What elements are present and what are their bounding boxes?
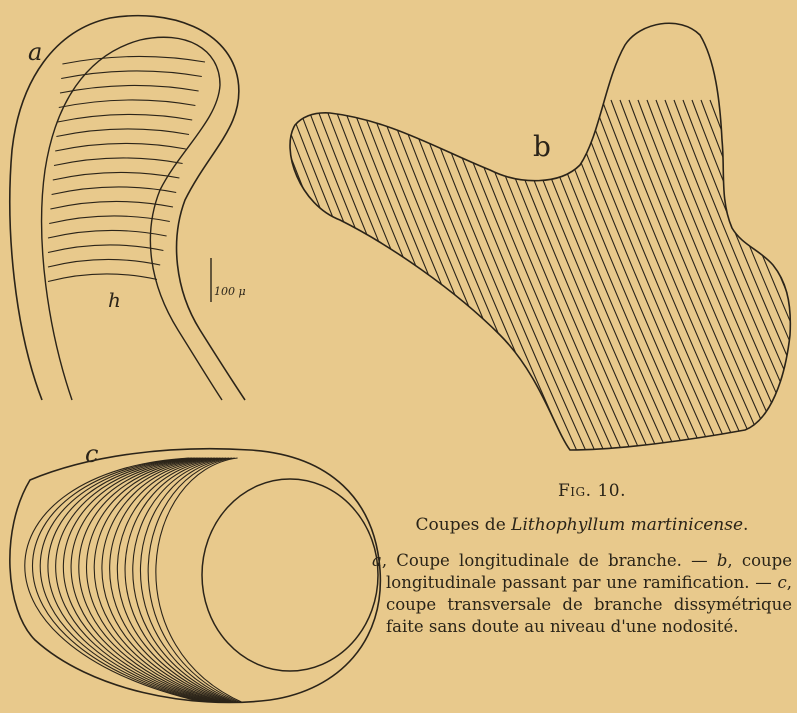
growth-line: [746, 100, 797, 460]
growth-line: [395, 100, 545, 460]
growth-line: [94, 458, 233, 705]
legend-letter-b: b: [717, 551, 728, 570]
growth-line: [89, 100, 239, 460]
growth-line: [197, 100, 347, 460]
growth-line: [449, 100, 599, 460]
growth-line: [58, 114, 193, 122]
figure-title-suffix: .: [743, 515, 748, 535]
figure-title-species: Lithophyllum martinicense: [511, 515, 743, 535]
figure-number-prefix: Fig.: [558, 481, 592, 501]
growth-line: [143, 100, 293, 460]
growth-line: [52, 187, 177, 195]
growth-line: [98, 100, 248, 460]
growth-line: [48, 274, 157, 282]
growth-line: [728, 100, 797, 460]
panel-c-growth-lines: [25, 458, 249, 705]
growth-line: [656, 100, 797, 460]
figure-legend: a, Coupe longitudinale de branche. — b, …: [372, 550, 792, 638]
growth-line: [773, 100, 797, 460]
figure-title: Coupes de Lithophyllum martinicense.: [372, 514, 792, 536]
growth-line: [62, 56, 205, 64]
growth-line: [665, 100, 797, 460]
legend-letter-c: c: [778, 573, 787, 592]
growth-line: [503, 100, 653, 460]
growth-line: [79, 458, 230, 705]
panel-a-label: a: [28, 38, 42, 66]
growth-line: [80, 100, 230, 460]
scale-bar-label: 100 μ: [214, 285, 246, 298]
growth-line: [782, 100, 797, 460]
growth-line: [791, 100, 797, 460]
panel-a-outer-outline: [10, 16, 245, 400]
growth-line: [48, 245, 163, 253]
panel-c-drawing: [10, 449, 381, 705]
panel-b-outline: [290, 23, 790, 450]
growth-line: [440, 100, 590, 460]
growth-line: [485, 100, 635, 460]
growth-line: [56, 129, 189, 137]
panel-a-drawing: [10, 16, 245, 400]
growth-line: [404, 100, 554, 460]
panel-c-inner-ellipse: [202, 479, 378, 671]
panel-a-growth-lines: [48, 56, 205, 281]
growth-line: [719, 100, 797, 460]
growth-line: [476, 100, 626, 460]
growth-line: [60, 85, 199, 93]
growth-line: [55, 143, 186, 151]
panel-a-sub-label: h: [108, 288, 121, 312]
growth-line: [494, 100, 644, 460]
growth-line: [170, 100, 320, 460]
figure-title-prefix: Coupes de: [416, 515, 512, 535]
growth-line: [48, 259, 160, 267]
growth-line: [48, 230, 167, 238]
legend-text-a: , Coupe longitudinale de branche. —: [382, 551, 717, 570]
growth-line: [755, 100, 797, 460]
growth-line: [179, 100, 329, 460]
panel-b-growth-lines: [80, 100, 797, 460]
figure-number: Fig. 10.: [392, 480, 792, 502]
growth-line: [386, 100, 536, 460]
growth-line: [152, 100, 302, 460]
growth-line: [125, 100, 275, 460]
panel-c-label: c: [85, 440, 98, 468]
growth-line: [59, 100, 196, 108]
growth-line: [116, 100, 266, 460]
growth-line: [54, 158, 183, 166]
legend-letter-a: a: [372, 551, 382, 570]
growth-line: [53, 172, 180, 180]
growth-line: [107, 100, 257, 460]
panel-b-label: b: [533, 130, 551, 163]
figure-caption: Fig. 10. Coupes de Lithophyllum martinic…: [372, 480, 792, 638]
growth-line: [206, 100, 356, 460]
figure-number-value: 10.: [597, 481, 626, 501]
